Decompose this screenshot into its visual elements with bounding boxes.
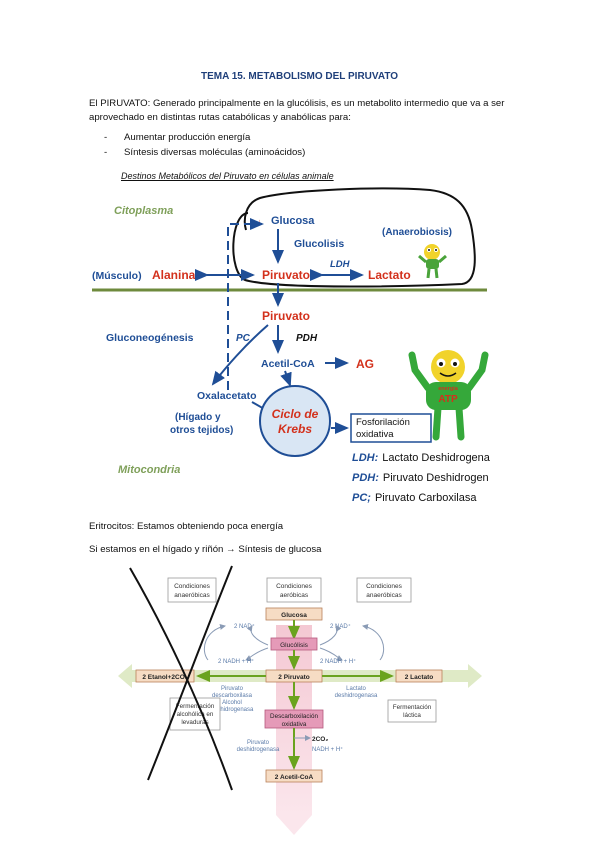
svg-text:Piruvato: Piruvato (221, 686, 244, 692)
figure-caption: Destinos Metabólicos del Piruvato en cél… (121, 171, 334, 181)
co2-label: 2CO₂ (312, 736, 328, 743)
piruvato-label: Piruvato (262, 268, 310, 282)
svg-text:aeróbicas: aeróbicas (280, 592, 309, 599)
oxalacetato-label: Oxalacetato (197, 390, 257, 402)
ag-label: AG (356, 357, 374, 371)
svg-text:anaeróbicas: anaeróbicas (366, 592, 402, 599)
cond-mid-box: Condiciones aeróbicas (266, 577, 322, 603)
etanol-box (135, 669, 195, 683)
higado-rinon-text: Si estamos en el hígado y riñón → Síntes… (89, 544, 322, 555)
bullet-item: - Aumentar producción energía (104, 132, 250, 143)
svg-text:anaeróbicas: anaeróbicas (174, 592, 210, 599)
nad-right-arrow (319, 625, 342, 646)
hand-drawn-cross (129, 565, 233, 791)
legend-item: PDH:Piruvato Deshidrogen (352, 472, 489, 484)
krebs-cycle: Ciclo de Krebs (259, 385, 331, 457)
pink-band-tip (276, 815, 312, 835)
oxidativa2-label: oxidativa (282, 721, 307, 728)
nadh-mid-label: NADH + H⁺ (312, 746, 343, 753)
acetilcoa-label: Acetil-CoA (261, 358, 315, 370)
glucolisis2-label: Glucólisis (280, 642, 309, 649)
musculo-label: (Músculo) (92, 270, 142, 282)
pc-label: PC (236, 333, 251, 344)
svg-text:Condiciones: Condiciones (366, 583, 403, 590)
acetil-label: 2 Acetil-CoA (275, 774, 314, 781)
bullet-text: Síntesis diversas moléculas (aminoácidos… (124, 147, 306, 158)
cond-left-box: Condiciones anaeróbicas (167, 577, 217, 603)
svg-text:descarboxilasa: descarboxilasa (212, 693, 253, 699)
abbreviation-legend: LDH:Lactato Deshidrogena PDH:Piruvato De… (352, 452, 491, 504)
svg-text:deshidrogenasa: deshidrogenasa (335, 693, 378, 699)
krebs-label: Krebs (278, 422, 312, 436)
acetil-krebs-arrow (280, 370, 292, 387)
legend-item: PC;Piruvato Carboxilasa (352, 492, 477, 504)
pc-arrow (211, 324, 269, 386)
atp-label: ATP (438, 394, 458, 405)
legend-item: LDH:Lactato Deshidrogena (352, 452, 491, 464)
bullet-dash: - (104, 147, 108, 158)
glucosa2-label: Glucosa (281, 612, 307, 619)
bullet-item: - Síntesis diversas moléculas (aminoácido… (104, 147, 305, 158)
alanina-label: Alanina (152, 268, 196, 282)
nad-right-label: 2 NAD⁺ (330, 623, 351, 630)
svg-text:deshidrogenasa: deshidrogenasa (211, 707, 254, 713)
higado-label: (Hígado y (175, 412, 221, 423)
enzymes-right: Lactato deshidrogenasa (335, 686, 378, 699)
lactato2-label: 2 Lactato (405, 674, 434, 681)
oxidativa-label: oxidativa (356, 429, 394, 440)
svg-text:Fermentación: Fermentación (176, 703, 215, 710)
ciclo-label: Ciclo de (272, 407, 319, 421)
svg-text:láctica: láctica (403, 712, 421, 719)
nadh-right-arrow (319, 647, 343, 661)
citoplasma-label: Citoplasma (114, 205, 173, 217)
fosforilacion-label: Fosforilación (356, 417, 410, 428)
acetil-box (265, 769, 323, 783)
svg-text:levaduras: levaduras (181, 719, 208, 726)
otros-tejidos-label: otros tejidos) (170, 425, 233, 436)
gluconeogenesis-label: Gluconeogénesis (106, 332, 194, 344)
nadh-right-label: 2 NADH + H⁺ (320, 658, 356, 665)
anaerobiosis-label: (Anaerobiosis) (382, 227, 452, 238)
eritrocitos-text: Eritrocitos: Estamos obteniendo poca ene… (89, 521, 284, 532)
nadh-left-arrow (245, 647, 269, 661)
intro-paragraph: El PIRUVATO: Generado principalmente en … (89, 98, 505, 123)
lactato-label: Lactato (368, 268, 411, 282)
enzymes-left: Piruvato descarboxilasa Alcohol deshidro… (211, 686, 254, 713)
fosforilacion-box (350, 413, 432, 443)
bullet-dash: - (104, 132, 108, 143)
svg-text:alcohólica en: alcohólica en (177, 711, 214, 718)
glucolisis-label: Glucolisis (294, 238, 344, 250)
decarbox-label: Descarboxilación (270, 713, 318, 720)
nad-left-arrow (246, 625, 269, 646)
pdh-label: PDH (296, 333, 318, 344)
gluconeogenesis-dashed-arrow (227, 218, 264, 390)
svg-text:Condiciones: Condiciones (276, 583, 313, 590)
nad-regen-right-arrow (362, 624, 385, 661)
page-title: TEMA 15. METABOLISMO DEL PIRUVATO (200, 71, 399, 82)
piruvato-mito-label: Piruvato (262, 309, 310, 323)
svg-text:Alcohol: Alcohol (222, 700, 242, 706)
cond-right-box: Condiciones anaeróbicas (356, 577, 412, 603)
piruvato2-label: 2 Piruvato (278, 674, 309, 681)
pdh2-label: Piruvato (247, 740, 270, 746)
svg-text:Fermentación: Fermentación (393, 704, 432, 711)
svg-text:Condiciones: Condiciones (174, 583, 211, 590)
etanol-label: 2 Etanol+2CO₂ (142, 674, 187, 681)
lactato-box (395, 669, 443, 683)
nad-regen-left-arrow (203, 624, 226, 661)
mitocondria-label: Mitocondria (118, 464, 180, 476)
atp-creature-icon: energía ATP (408, 350, 489, 441)
creature-icon (418, 244, 447, 279)
ferm-right-box: Fermentación láctica (387, 699, 437, 723)
energia-label: energía (438, 386, 459, 392)
ldh-label: LDH (330, 259, 351, 270)
glucosa-label: Glucosa (271, 215, 315, 227)
svg-text:Lactato: Lactato (346, 686, 366, 692)
nad-left-label: 2 NAD⁺ (234, 623, 255, 630)
pdh2b-label: deshidrogenasa (237, 747, 280, 753)
bullet-text: Aumentar producción energía (124, 132, 251, 143)
nadh-left-label: 2 NADH + H⁺ (218, 658, 254, 665)
